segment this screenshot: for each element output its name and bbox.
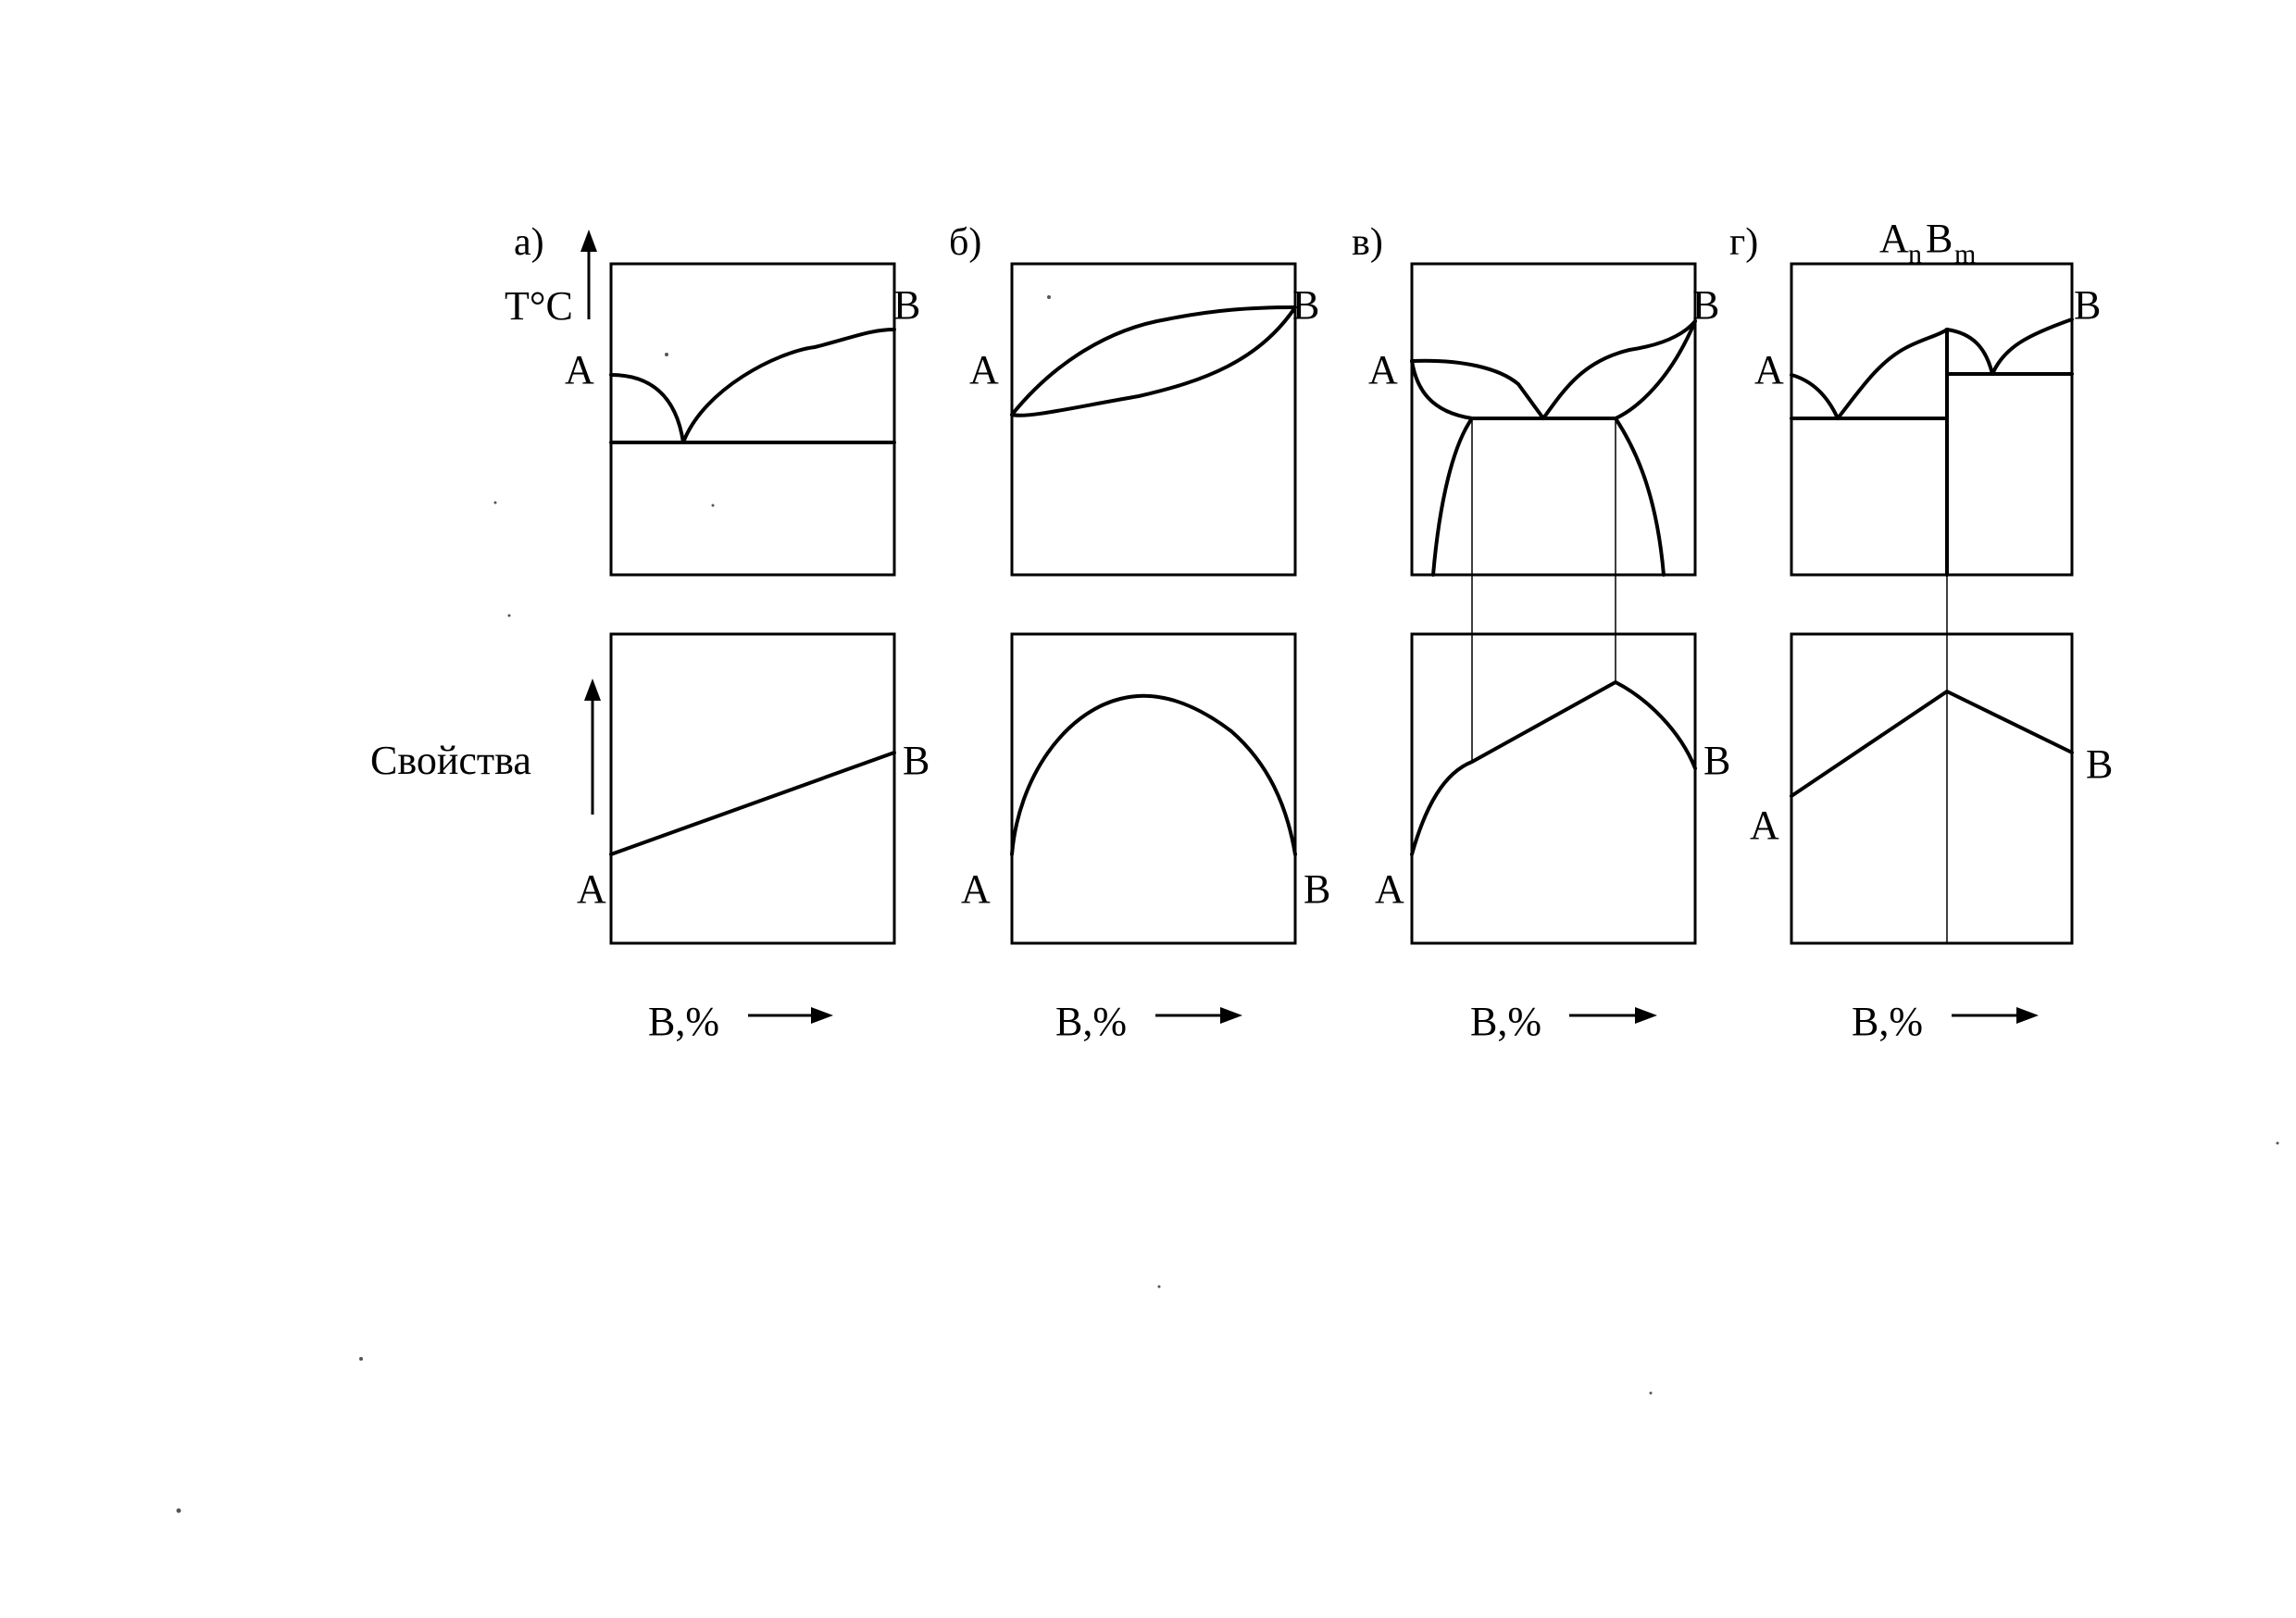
- panel-a: а) T°C A B A B Свойства B,%: [370, 221, 930, 1044]
- panel-v-bottom-label-B: B: [1703, 738, 1730, 783]
- panel-v-top-label-A: A: [1368, 347, 1398, 392]
- panel-g-x-arrow: [1952, 1007, 2039, 1024]
- panel-a-top-label-B: B: [893, 282, 920, 328]
- panel-v-x-label: B,%: [1470, 999, 1541, 1044]
- panel-g-property-curve: [1790, 690, 2074, 798]
- panel-a-x-label: B,%: [648, 999, 719, 1044]
- panel-b: б) A B A B B,%: [949, 221, 1330, 1044]
- panel-g-phase-curves: [1790, 317, 2074, 577]
- compound-label-AnBm: A n B m: [1879, 216, 1976, 269]
- panel-b-x-arrow: [1155, 1007, 1242, 1024]
- panel-a-phase-curves: [609, 328, 896, 444]
- panel-b-top-label-A: A: [969, 347, 999, 392]
- svg-text:B: B: [1926, 216, 1953, 261]
- panel-b-bottom-label-B: B: [1304, 866, 1330, 912]
- properties-axis-arrow: [584, 678, 601, 815]
- panel-b-property-curve: [1010, 693, 1297, 856]
- properties-axis-label: Свойства: [370, 738, 531, 783]
- panel-a-property-frame: [609, 632, 896, 945]
- panel-v-label: в): [1352, 221, 1383, 264]
- panel-g-property-frame: [1790, 632, 2074, 945]
- panel-b-phase-curves: [1010, 305, 1297, 417]
- panel-a-property-line: [609, 751, 896, 856]
- panel-a-bottom-label-B: B: [903, 738, 930, 783]
- panel-g: г) A n B m A B A B B,%: [1729, 216, 2113, 1044]
- panel-v-x-arrow: [1569, 1007, 1657, 1024]
- svg-text:A: A: [1879, 216, 1909, 261]
- panel-b-phase-diagram-frame: [1010, 262, 1297, 577]
- scan-noise: [176, 295, 2279, 1513]
- panel-v-property-frame: [1410, 632, 1697, 945]
- panel-a-x-arrow: [748, 1007, 833, 1024]
- panel-b-x-label: B,%: [1055, 999, 1127, 1044]
- svg-text:n: n: [1908, 239, 1922, 269]
- panel-v-property-curve: [1410, 680, 1697, 856]
- panel-b-label: б): [949, 221, 981, 264]
- panel-g-label: г): [1729, 221, 1758, 264]
- panel-v-phase-curves: [1410, 319, 1697, 577]
- panel-v-top-label-B: B: [1692, 282, 1719, 328]
- panel-g-bottom-label-A: A: [1750, 803, 1779, 848]
- panel-g-bottom-label-B: B: [2086, 741, 2113, 787]
- panel-a-phase-diagram-frame: [609, 262, 896, 577]
- temperature-axis-arrow: [580, 230, 597, 319]
- panel-a-label: а): [514, 221, 544, 264]
- panel-g-x-label: B,%: [1852, 999, 1923, 1044]
- panel-a-top-label-A: A: [565, 347, 594, 392]
- panel-b-property-frame: [1010, 632, 1297, 945]
- panel-v: в) A B A B B,%: [1352, 221, 1730, 1044]
- svg-text:m: m: [1954, 239, 1976, 269]
- panel-b-bottom-label-A: A: [961, 866, 991, 912]
- panel-v-phase-diagram-frame: [1410, 262, 1697, 577]
- temperature-axis-label: T°C: [505, 283, 573, 329]
- panel-g-top-label-B: B: [2074, 282, 2101, 328]
- panel-b-top-label-B: B: [1292, 282, 1319, 328]
- panel-g-top-label-A: A: [1754, 347, 1784, 392]
- panel-v-bottom-label-A: A: [1375, 866, 1404, 912]
- panel-a-bottom-label-A: A: [577, 866, 606, 912]
